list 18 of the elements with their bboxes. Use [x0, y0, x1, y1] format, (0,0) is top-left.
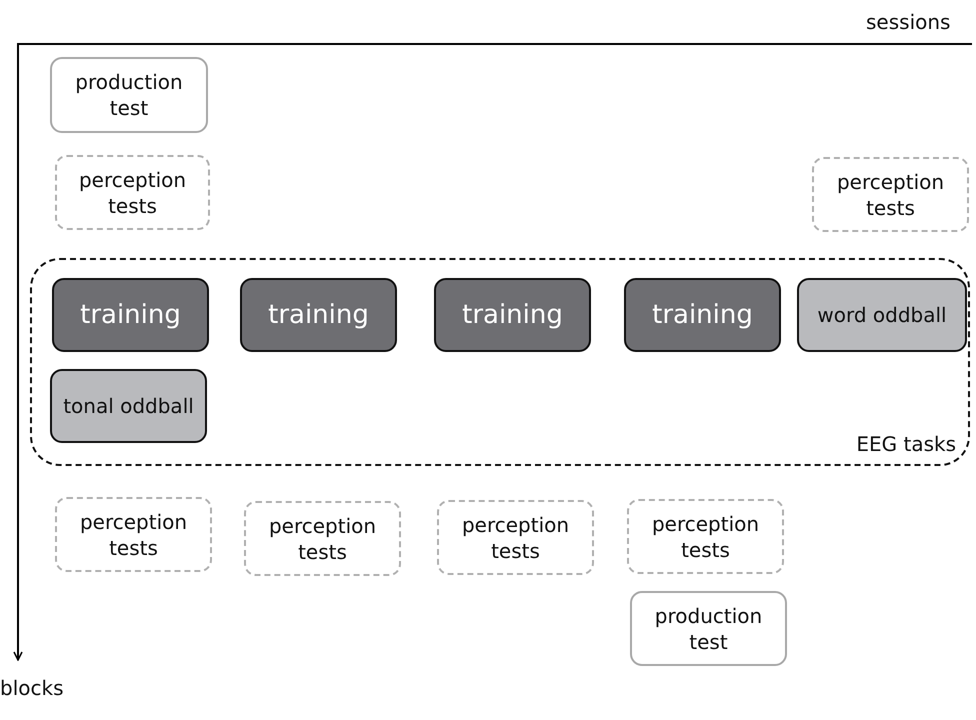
task-box: tonal oddball: [50, 369, 207, 443]
group-frame: [30, 258, 970, 466]
task-box: training: [434, 278, 591, 352]
group-title: EEG tasks: [856, 432, 956, 456]
test-box: perception tests: [627, 499, 784, 574]
axis-label: blocks: [0, 676, 64, 700]
test-box: perception tests: [437, 500, 594, 575]
test-box: perception tests: [55, 155, 210, 230]
task-box: training: [52, 278, 209, 352]
test-box: production test: [630, 591, 787, 666]
task-box: training: [624, 278, 781, 352]
task-box: word oddball: [797, 278, 967, 352]
test-box: perception tests: [812, 157, 969, 232]
task-box: training: [240, 278, 397, 352]
test-box: perception tests: [55, 497, 212, 572]
axis-label: sessions: [866, 10, 950, 34]
test-box: production test: [50, 57, 208, 133]
test-box: perception tests: [244, 501, 401, 576]
